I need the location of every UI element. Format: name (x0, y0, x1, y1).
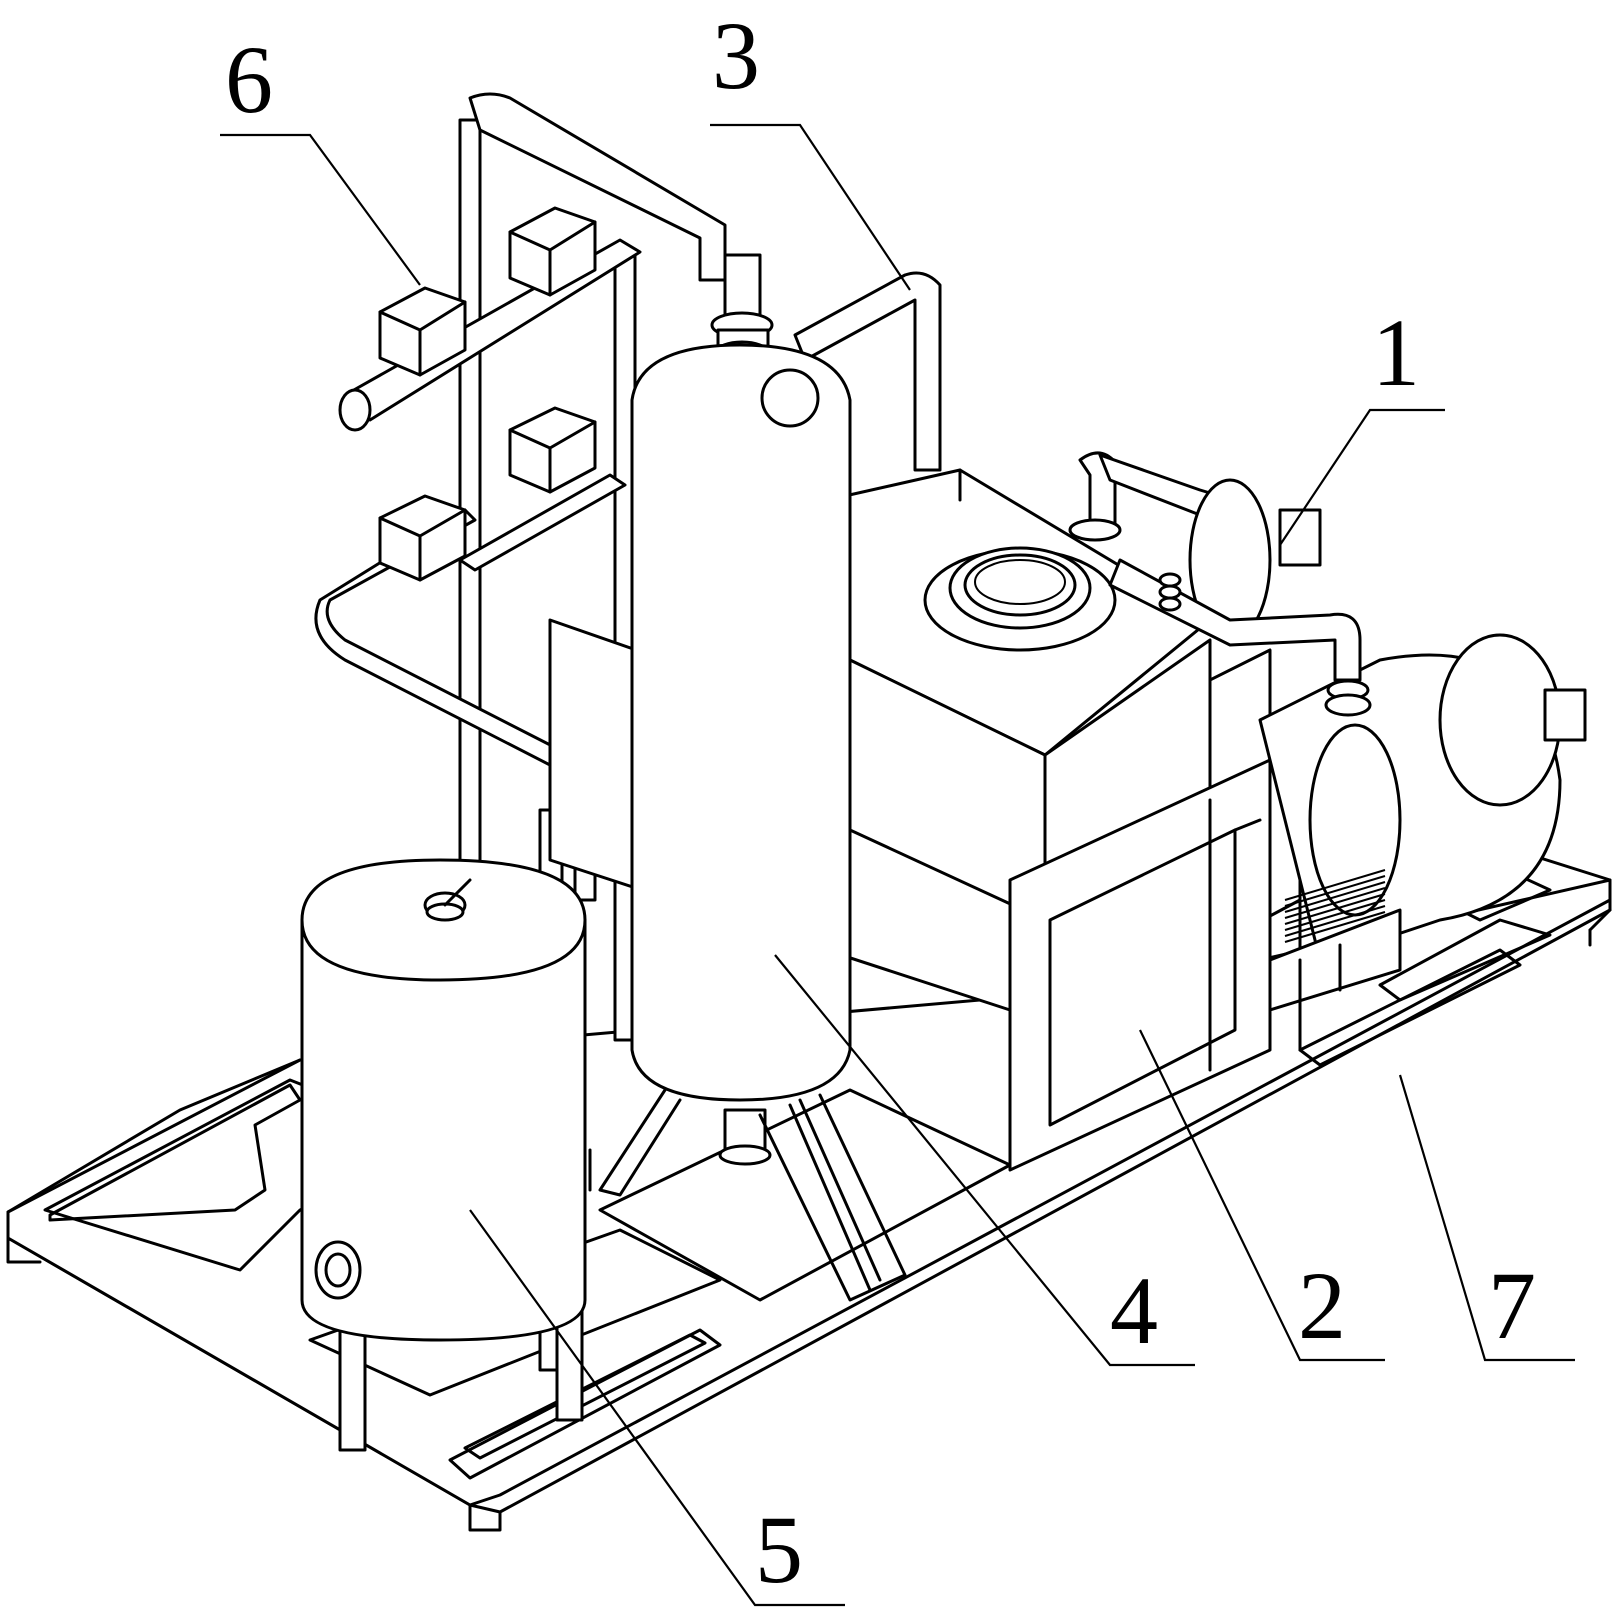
callout-5: 5 (755, 1496, 803, 1603)
leader-1 (1279, 408, 1445, 546)
valve-box-top-right (508, 206, 597, 297)
cooling-fins (1284, 869, 1386, 943)
valve-box-low-left (378, 494, 467, 582)
callout-6: 6 (225, 26, 273, 133)
leader-2 (1139, 1029, 1385, 1362)
valve-box-top-left (378, 286, 467, 377)
callout-2: 2 (1298, 1252, 1346, 1359)
callout-7: 7 (1488, 1252, 1536, 1359)
leader-3 (710, 123, 911, 291)
leader-4 (774, 954, 1195, 1367)
valve-boxes (378, 206, 597, 582)
leader-lines (220, 123, 1575, 1607)
pump-assembly (1258, 633, 1587, 1012)
short-tank (300, 858, 587, 1452)
leader-6 (220, 133, 421, 286)
callout-3: 3 (712, 2, 760, 109)
callout-1: 1 (1372, 299, 1420, 406)
valve-box-low-right (508, 406, 597, 494)
leader-5 (469, 1209, 845, 1607)
leader-7 (1398, 1074, 1575, 1362)
callout-4: 4 (1110, 1257, 1158, 1364)
filter-assembly (1068, 451, 1372, 717)
tall-vessel (598, 253, 907, 1302)
callout-labels: 6 3 1 4 2 7 5 (225, 2, 1536, 1603)
